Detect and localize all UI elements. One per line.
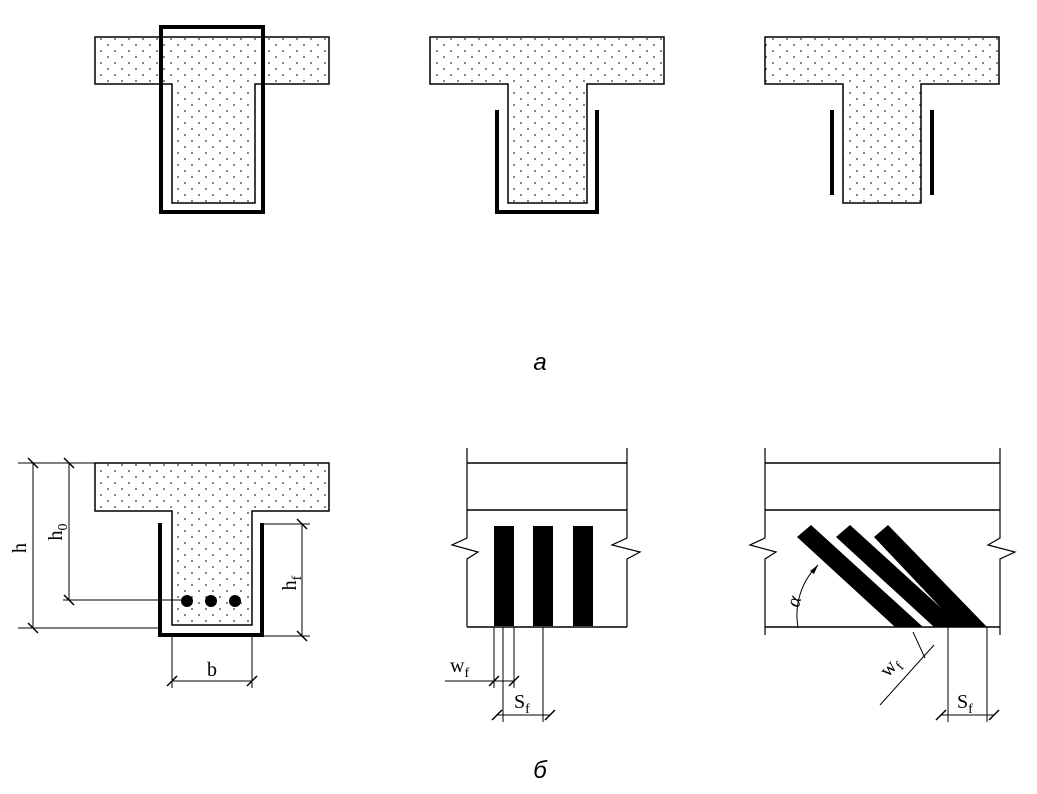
angle-arrow xyxy=(810,565,818,574)
dim-sf-vertical xyxy=(491,627,556,722)
break-line-left xyxy=(450,448,480,627)
dim-hf xyxy=(262,518,310,642)
section-a2-u-wrap xyxy=(429,36,665,214)
label-wf-vertical: wf xyxy=(450,655,469,681)
dim-h0 xyxy=(63,457,182,606)
caption-b: б xyxy=(533,757,548,784)
rebar xyxy=(181,595,193,607)
rebar xyxy=(205,595,217,607)
break-line-right xyxy=(986,448,1017,635)
label-hf: hf xyxy=(279,575,305,590)
break-line-left xyxy=(748,448,778,635)
dim-b xyxy=(166,636,258,688)
frp-u-wrap xyxy=(495,110,599,214)
section-b1-dimensioned: h h0 hf b xyxy=(9,457,330,688)
dim-wf-vertical xyxy=(445,627,520,688)
elevation-b2-vertical-strips: wf Sf xyxy=(445,448,642,722)
frp-vertical-strip xyxy=(533,526,553,626)
elevation-b3-inclined-strips: α wf Sf xyxy=(748,448,1017,722)
dim-h xyxy=(18,457,160,634)
label-b: b xyxy=(207,659,217,681)
caption-a: а xyxy=(533,349,546,376)
frp-inclined-strip xyxy=(836,525,962,627)
frp-u-wrap xyxy=(158,523,264,637)
section-a3-side-bonded xyxy=(764,36,1000,204)
t-section-concrete xyxy=(429,36,665,204)
frp-vertical-strip xyxy=(494,526,514,626)
frp-inclined-strip xyxy=(797,525,923,627)
label-h0: h0 xyxy=(45,524,71,541)
label-h: h xyxy=(9,543,31,553)
t-section-concrete xyxy=(764,36,1000,204)
label-alpha: α xyxy=(782,593,806,609)
frp-vertical-strip xyxy=(573,526,593,626)
rebar xyxy=(229,595,241,607)
dim-wf-inclined xyxy=(879,631,935,706)
angle-arc xyxy=(796,564,819,628)
label-sf-inclined: Sf xyxy=(957,691,973,717)
break-line-right xyxy=(610,448,642,627)
t-section-concrete xyxy=(94,462,330,626)
section-a1-full-wrap xyxy=(94,25,330,214)
t-section-concrete xyxy=(94,36,330,204)
frp-inclined-strip xyxy=(874,525,987,627)
label-sf-vertical: Sf xyxy=(514,691,530,717)
dim-sf-inclined xyxy=(935,627,1000,722)
frp-closed-wrap xyxy=(159,25,265,214)
